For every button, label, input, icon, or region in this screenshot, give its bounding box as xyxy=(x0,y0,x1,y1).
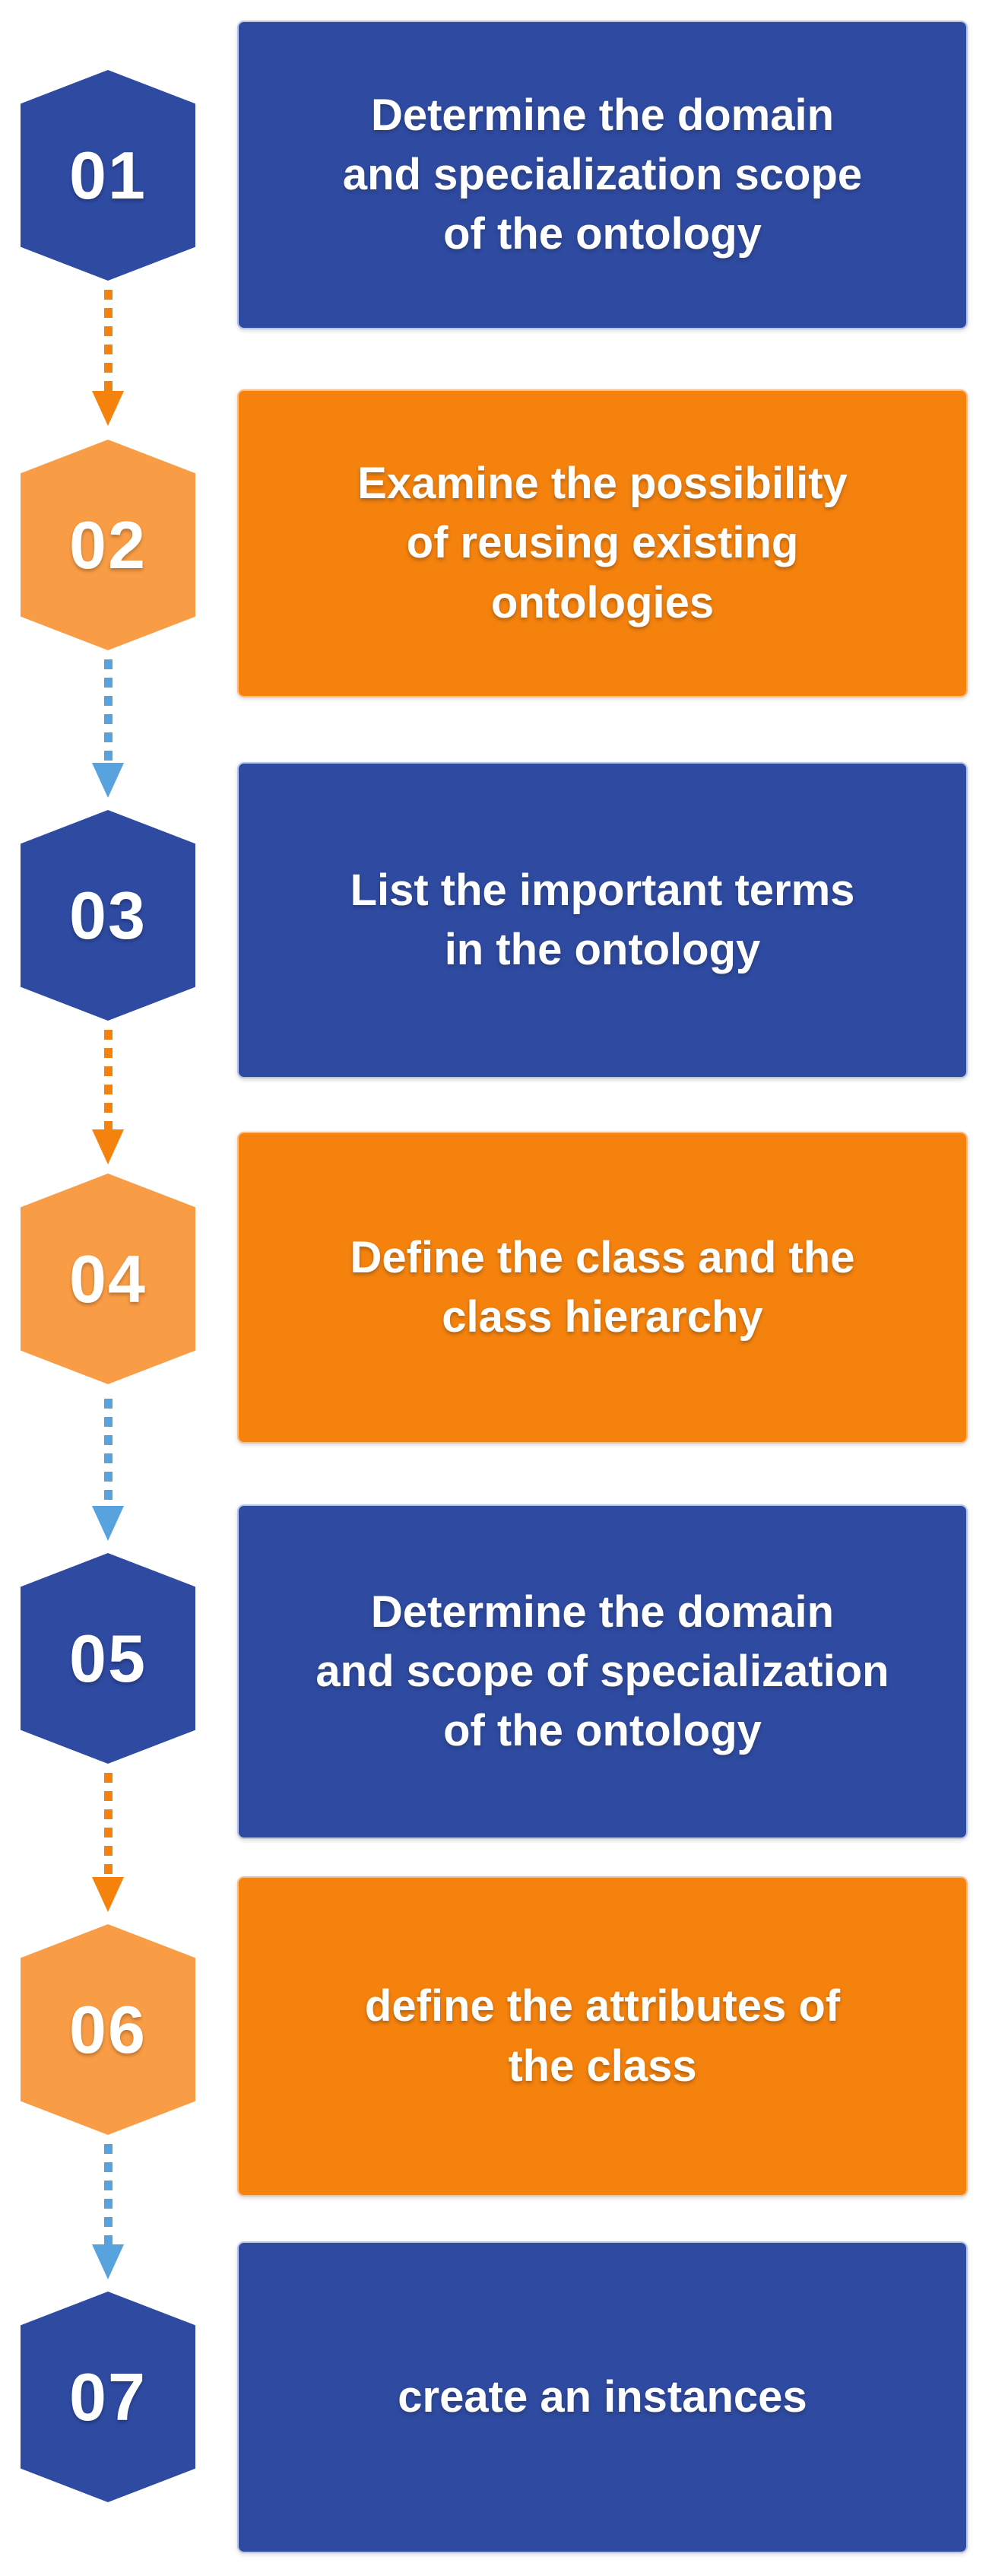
step-07-label: create an instances xyxy=(398,2371,807,2422)
step-03-hexagon: 03 xyxy=(21,810,195,1021)
step-01-hexagon: 01 xyxy=(21,70,195,281)
connector-1-dashed-line xyxy=(104,290,113,391)
step-06-number: 06 xyxy=(69,1991,147,2067)
step-05-card: Determine the domain and scope of specia… xyxy=(237,1504,968,1839)
step-03-card: List the important terms in the ontology xyxy=(237,762,968,1078)
connector-5-dashed-line xyxy=(104,1773,113,1877)
step-06-label: define the attributes of the class xyxy=(364,1981,841,2091)
connector-2-dashed-line xyxy=(104,659,113,763)
step-01-number: 01 xyxy=(69,137,147,213)
step-04-card: Define the class and the class hierarchy xyxy=(237,1132,968,1444)
step-07-hexagon: 07 xyxy=(21,2292,195,2502)
step-04-number: 04 xyxy=(69,1240,147,1317)
step-05-number: 05 xyxy=(69,1620,147,1696)
step-03-number: 03 xyxy=(69,877,147,953)
connector-6-dashed-line xyxy=(104,2144,113,2244)
step-02-card: Examine the possibility of reusing exist… xyxy=(237,389,968,697)
connector-1-arrow-down-icon xyxy=(92,391,124,426)
step-04-hexagon: 04 xyxy=(21,1174,195,1384)
step-05-hexagon: 05 xyxy=(21,1553,195,1764)
step-01-label: Determine the domain and specialization … xyxy=(342,90,863,259)
step-02-label: Examine the possibility of reusing exist… xyxy=(357,459,848,627)
step-05-label: Determine the domain and scope of specia… xyxy=(315,1587,889,1756)
step-06-card: define the attributes of the class xyxy=(237,1876,968,2196)
connector-5-arrow-down-icon xyxy=(92,1877,124,1912)
connector-4-dashed-line xyxy=(104,1399,113,1506)
connector-2-arrow-down-icon xyxy=(92,763,124,798)
step-07-number: 07 xyxy=(69,2358,147,2435)
connector-4-arrow-down-icon xyxy=(92,1506,124,1541)
step-03-label: List the important terms in the ontology xyxy=(350,865,855,974)
step-01-card: Determine the domain and specialization … xyxy=(237,21,968,329)
step-06-hexagon: 06 xyxy=(21,1924,195,2135)
step-02-hexagon: 02 xyxy=(21,440,195,650)
connector-3-dashed-line xyxy=(104,1030,113,1129)
connector-3-arrow-down-icon xyxy=(92,1129,124,1164)
connector-6-arrow-down-icon xyxy=(92,2244,124,2279)
step-04-label: Define the class and the class hierarchy xyxy=(350,1232,855,1342)
step-02-number: 02 xyxy=(69,507,147,583)
step-07-card: create an instances xyxy=(237,2241,968,2553)
